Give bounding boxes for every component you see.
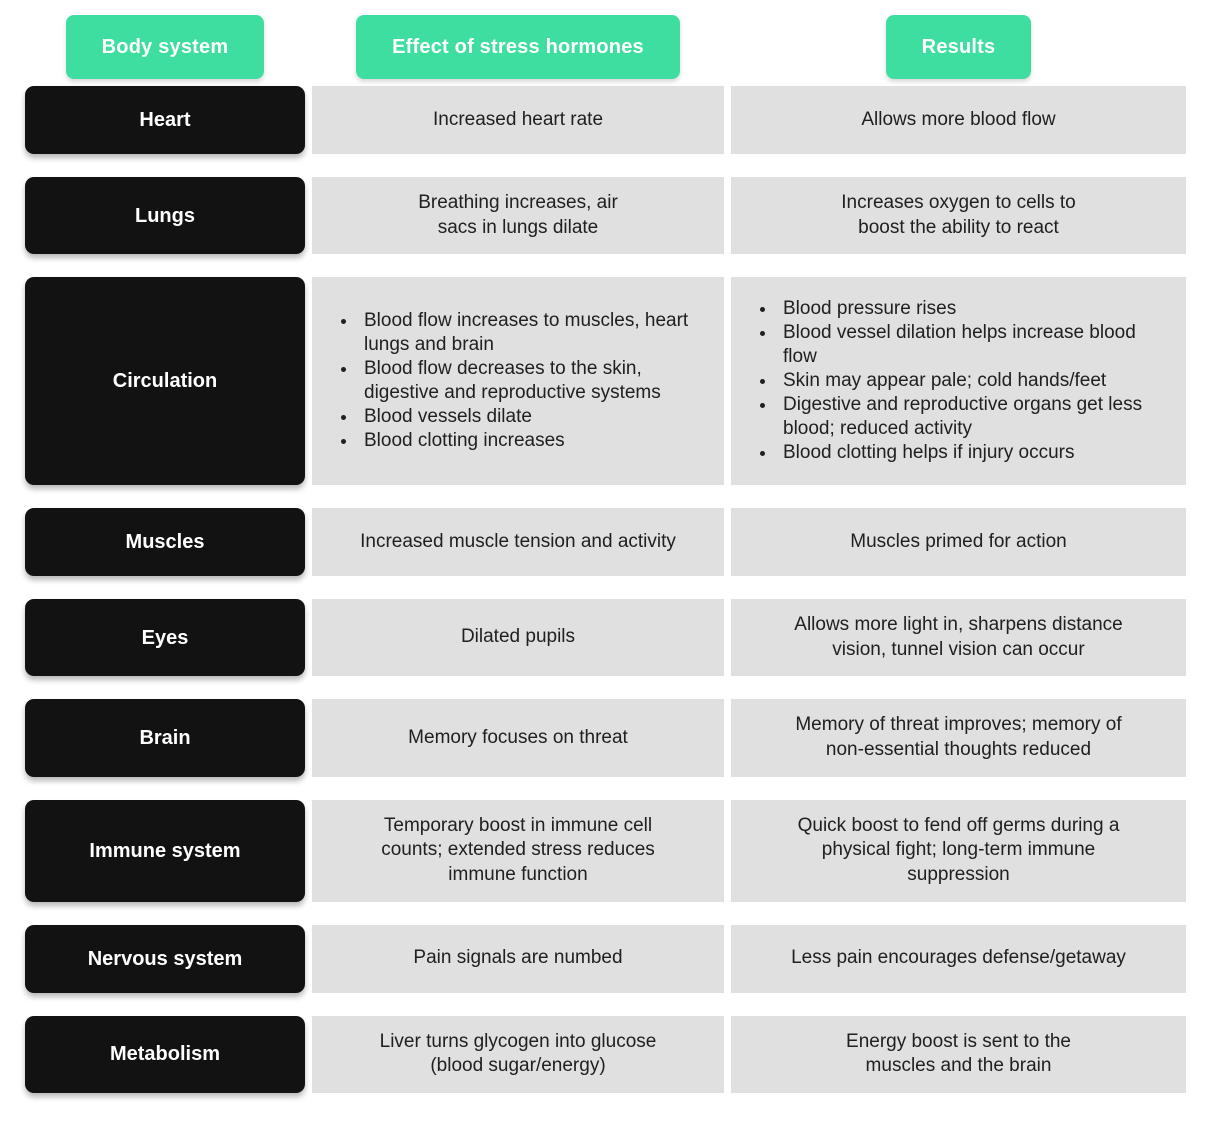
- result-cell: Less pain encourages defense/getaway: [731, 924, 1186, 993]
- effect-cell: Memory focuses on threat: [312, 699, 724, 777]
- effect-cell: Breathing increases, air sacs in lungs d…: [312, 177, 724, 255]
- result-cell: Energy boost is sent to the muscles and …: [731, 1015, 1186, 1094]
- bullet-item: Blood clotting increases: [358, 429, 710, 453]
- bullet-item: Skin may appear pale; cold hands/feet: [777, 369, 1172, 393]
- system-cell: Circulation: [25, 277, 305, 485]
- effect-cell: Increased heart rate: [312, 86, 724, 154]
- bullet-item: Blood vessels dilate: [358, 405, 710, 429]
- bullet-item: Digestive and reproductive organs get le…: [777, 393, 1172, 441]
- result-cell: Memory of threat improves; memory of non…: [731, 699, 1186, 777]
- system-cell: Muscles: [25, 507, 305, 576]
- result-cell: Blood pressure risesBlood vessel dilatio…: [731, 277, 1186, 485]
- column-header-body-system: Body system: [65, 15, 265, 79]
- bullet-list: Blood flow increases to muscles, heart l…: [336, 309, 710, 453]
- effect-cell: Increased muscle tension and activity: [312, 507, 724, 576]
- header-cell-effect: Effect of stress hormones: [312, 15, 724, 79]
- bullet-item: Blood clotting helps if injury occurs: [777, 441, 1172, 465]
- system-cell: Heart: [25, 86, 305, 154]
- column-header-effect-of-stress-hormones: Effect of stress hormones: [356, 15, 680, 79]
- effect-cell: Dilated pupils: [312, 598, 724, 677]
- bullet-item: Blood vessel dilation helps increase blo…: [777, 321, 1172, 369]
- result-cell: Quick boost to fend off germs during a p…: [731, 799, 1186, 902]
- system-cell: Metabolism: [25, 1015, 305, 1094]
- system-cell: Eyes: [25, 598, 305, 677]
- table-header: Body system Effect of stress hormones Re…: [25, 15, 1186, 79]
- system-cell: Brain: [25, 699, 305, 777]
- bullet-item: Blood pressure rises: [777, 297, 1172, 321]
- bullet-list: Blood pressure risesBlood vessel dilatio…: [755, 297, 1172, 465]
- effect-cell: Pain signals are numbed: [312, 924, 724, 993]
- result-cell: Allows more blood flow: [731, 86, 1186, 154]
- effect-cell: Liver turns glycogen into glucose (blood…: [312, 1015, 724, 1094]
- header-cell-body-system: Body system: [25, 15, 305, 79]
- bullet-item: Blood flow increases to muscles, heart l…: [358, 309, 710, 357]
- result-cell: Allows more light in, sharpens distance …: [731, 598, 1186, 677]
- header-cell-results: Results: [731, 15, 1186, 79]
- effect-cell: Blood flow increases to muscles, heart l…: [312, 277, 724, 485]
- result-cell: Muscles primed for action: [731, 507, 1186, 576]
- column-header-results: Results: [885, 15, 1032, 79]
- bullet-item: Blood flow decreases to the skin, digest…: [358, 357, 710, 405]
- system-cell: Immune system: [25, 799, 305, 902]
- result-cell: Increases oxygen to cells to boost the a…: [731, 177, 1186, 255]
- effect-cell: Temporary boost in immune cell counts; e…: [312, 799, 724, 902]
- system-cell: Nervous system: [25, 924, 305, 993]
- system-cell: Lungs: [25, 177, 305, 255]
